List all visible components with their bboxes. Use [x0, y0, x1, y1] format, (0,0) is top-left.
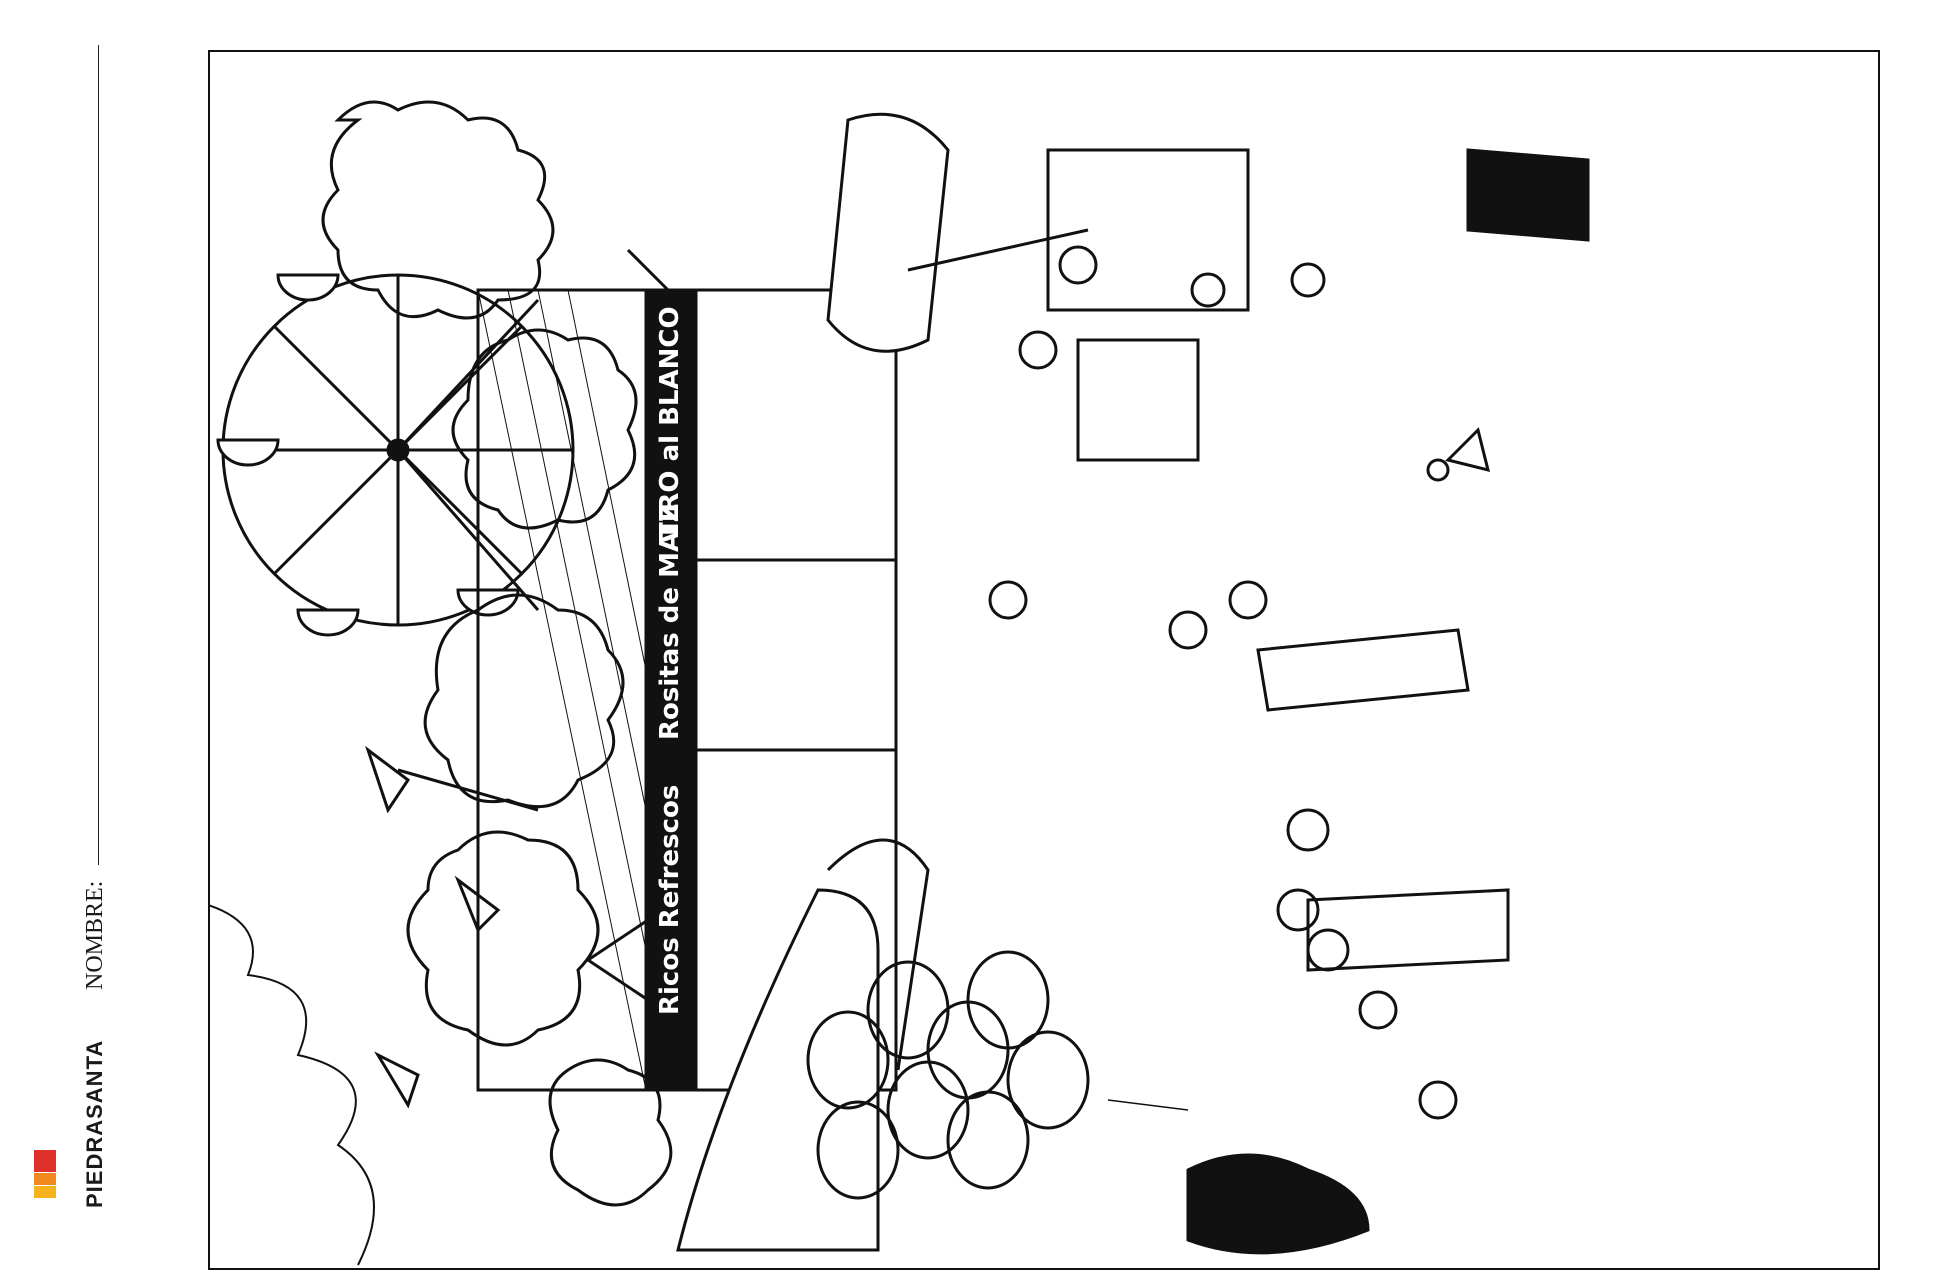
- balloon-bunch: [806, 950, 1189, 1200]
- publisher-logo: [30, 1085, 60, 1215]
- sign-tiro-al-blanco: TIRO al BLANCO: [655, 306, 685, 540]
- fair-coloring-illustration: Ricos Refrescos Rositas de MAIZ TIRO al …: [208, 100, 1590, 1266]
- name-label: NOMBRE:: [82, 880, 108, 990]
- logo-red-block: [34, 1150, 56, 1172]
- publisher-name: PIEDRASANTA: [82, 1039, 107, 1208]
- sign-refrescos: Ricos Refrescos: [655, 785, 685, 1015]
- dark-bush: [1186, 1153, 1370, 1255]
- people: [988, 148, 1590, 1120]
- carousel-tent: [676, 888, 880, 1252]
- illustration-frame: [208, 50, 1880, 1270]
- logo-yellow-block: [34, 1186, 56, 1198]
- ferris-wheel: [216, 273, 575, 637]
- pushcart: [1076, 338, 1200, 462]
- vendor-cart-umbrella: [826, 112, 1250, 353]
- trees: [321, 100, 673, 1207]
- logo-orange-block: [34, 1173, 56, 1185]
- name-writing-line: [98, 45, 99, 865]
- sign-rositas-de-maiz: Rositas de MAIZ: [655, 503, 685, 740]
- cloud: [208, 904, 375, 1266]
- ice-cream-cone: [1445, 427, 1491, 473]
